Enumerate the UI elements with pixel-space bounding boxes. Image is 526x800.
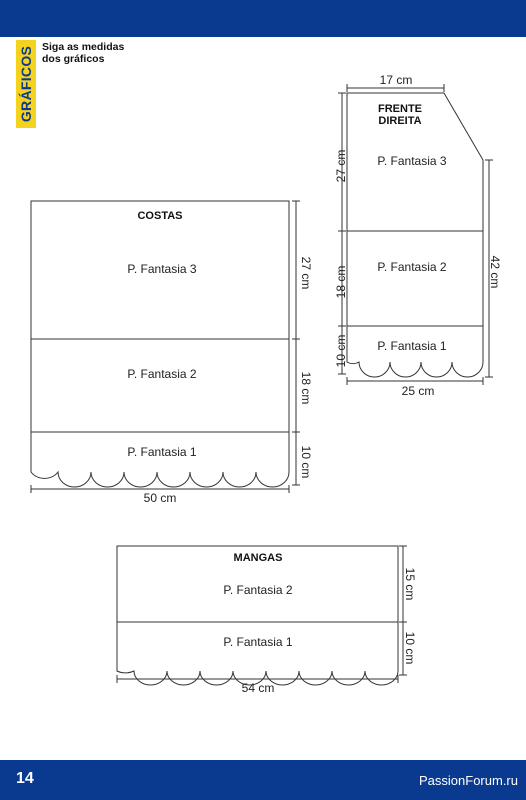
page-number: 14 bbox=[16, 770, 34, 787]
costas-outline bbox=[30, 200, 290, 488]
mangas-dim-15: 15 cm bbox=[403, 568, 417, 601]
mangas-pattern-2: P. Fantasia 2 bbox=[223, 583, 292, 597]
mangas-dim-54: 54 cm bbox=[242, 681, 275, 695]
frente-dim-25: 25 cm bbox=[402, 384, 435, 398]
section-tab bbox=[16, 40, 36, 128]
costas-title: COSTAS bbox=[137, 210, 182, 222]
frente-dim-27: 27 cm bbox=[334, 150, 348, 183]
costas-pattern-2: P. Fantasia 2 bbox=[127, 367, 196, 381]
frente-title-line1: FRENTE bbox=[378, 103, 422, 115]
mangas-dim-10: 10 cm bbox=[403, 632, 417, 665]
costas-dim-18: 18 cm bbox=[299, 372, 313, 405]
frente-dim-18: 18 cm bbox=[334, 266, 348, 299]
mangas-title: MANGAS bbox=[234, 552, 283, 564]
bottom-bar bbox=[0, 760, 526, 800]
watermark: PassionForum.ru bbox=[419, 773, 518, 788]
costas-dim-10: 10 cm bbox=[299, 446, 313, 479]
frente-outline bbox=[346, 92, 484, 378]
costas-pattern-3: P. Fantasia 3 bbox=[127, 262, 196, 276]
costas-pattern-1: P. Fantasia 1 bbox=[127, 445, 196, 459]
top-bar bbox=[0, 0, 526, 37]
mangas-outline bbox=[116, 545, 399, 686]
frente-pattern-2: P. Fantasia 2 bbox=[377, 260, 446, 274]
frente-title-line2: DIREITA bbox=[378, 115, 421, 127]
mangas-pattern-1: P. Fantasia 1 bbox=[223, 635, 292, 649]
frente-dim-42: 42 cm bbox=[488, 256, 502, 289]
frente-dim-17: 17 cm bbox=[380, 73, 413, 87]
frente-dim-10: 10 cm bbox=[334, 335, 348, 368]
costas-dim-50: 50 cm bbox=[144, 491, 177, 505]
costas-dim-27: 27 cm bbox=[299, 257, 313, 290]
frente-pattern-1: P. Fantasia 1 bbox=[377, 339, 446, 353]
instruction-note: Siga as medidas dos gráficos bbox=[42, 41, 125, 65]
frente-pattern-3: P. Fantasia 3 bbox=[377, 154, 446, 168]
